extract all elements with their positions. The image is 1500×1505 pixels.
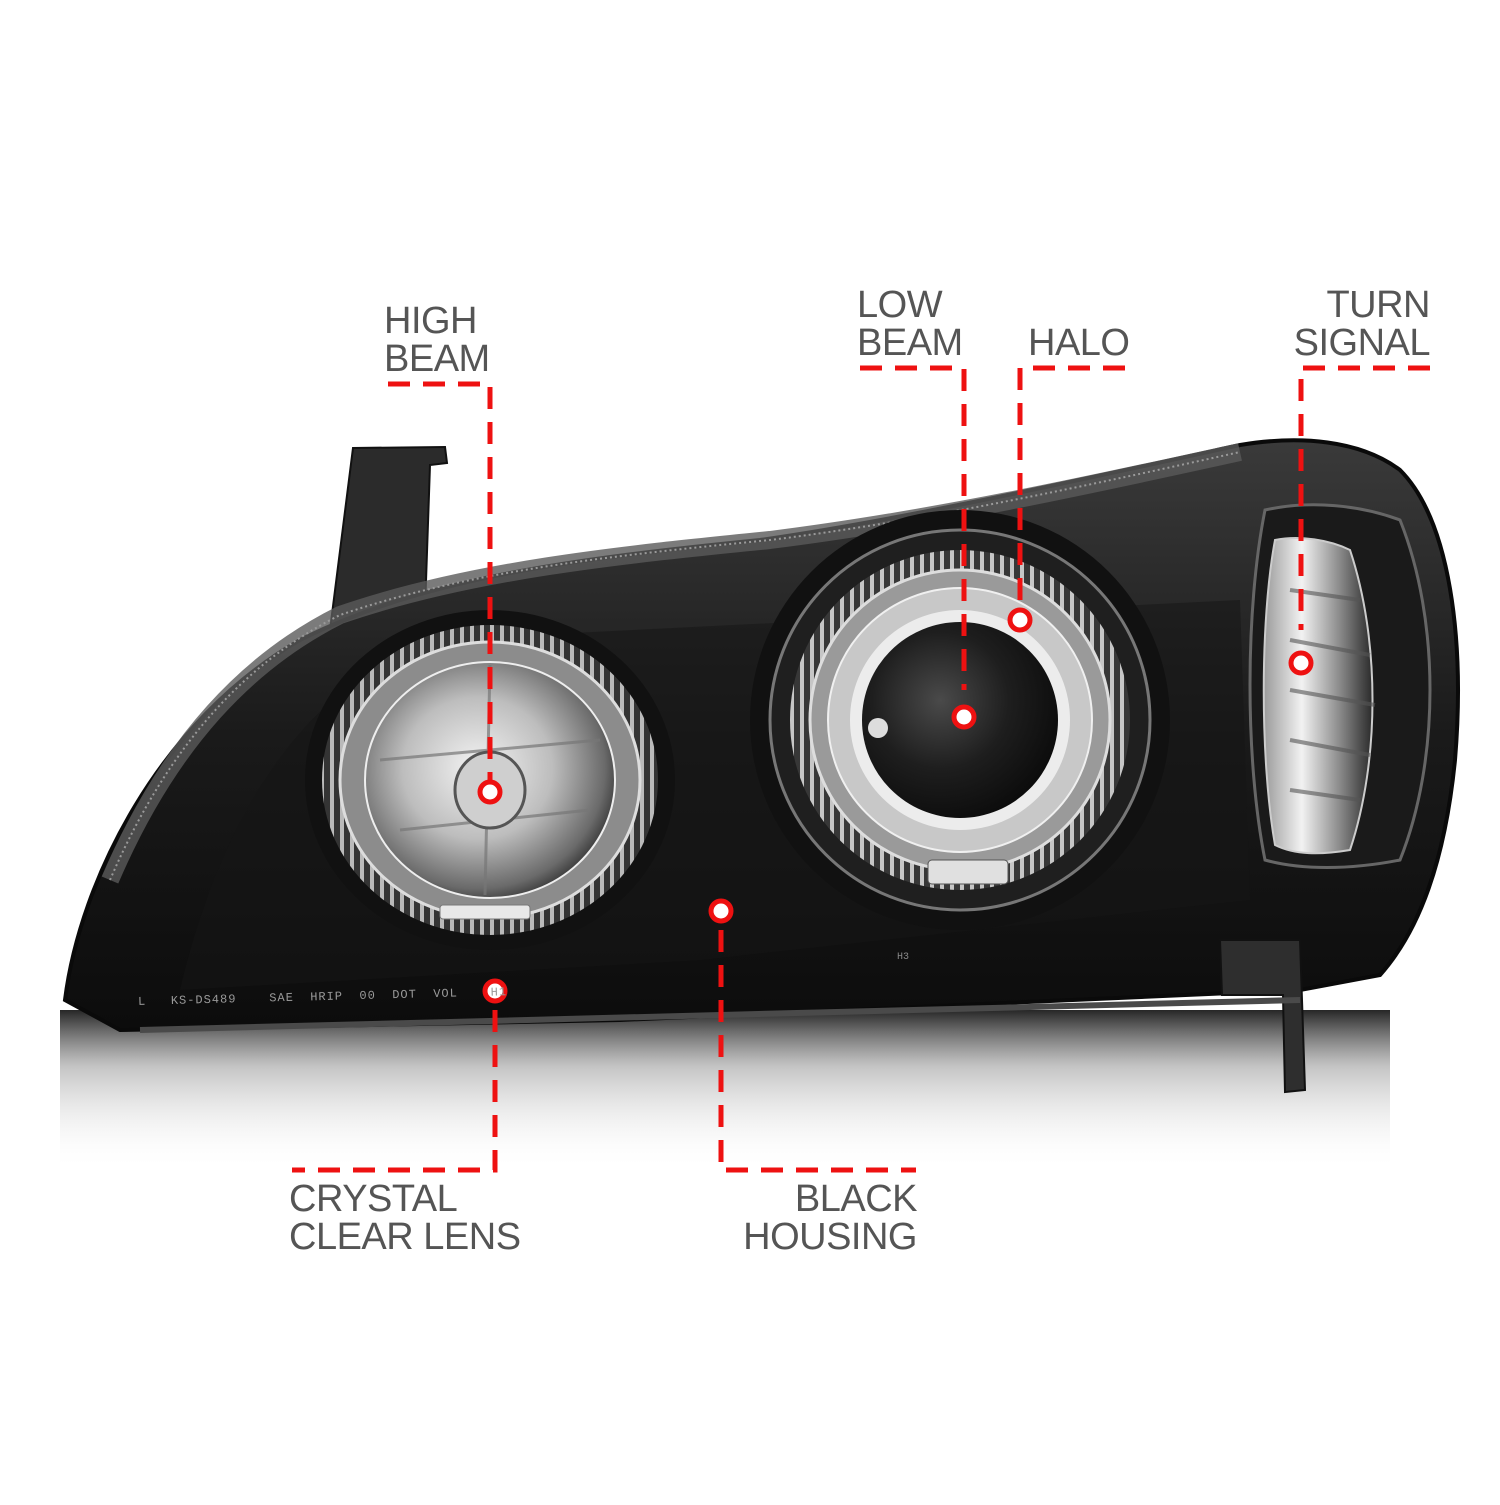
black-housing-leader <box>718 930 916 1173</box>
callout-turn-signal: TURN SIGNAL <box>1293 284 1431 364</box>
imprint-dot: DOT <box>392 987 418 1003</box>
black-housing-marker-icon[interactable] <box>708 898 734 924</box>
halo-marker-icon[interactable] <box>1007 607 1033 633</box>
callout-low-beam-line1: LOW <box>857 284 943 326</box>
imprint-bulb: H1 <box>490 985 508 1000</box>
imprint-sae: SAE <box>269 990 295 1006</box>
callout-black-housing-line2: HOUSING <box>743 1216 917 1258</box>
low-beam-marker-icon[interactable] <box>951 704 977 730</box>
callout-black-housing-line1: BLACK <box>794 1178 918 1220</box>
callout-high-beam: HIGH BEAM <box>384 302 490 378</box>
imprint-vol: VOL <box>433 986 459 1002</box>
leader-lines <box>292 365 1430 1173</box>
callout-crystal-line2: CLEAR LENS <box>289 1216 521 1258</box>
turn-signal-assembly <box>1248 503 1432 869</box>
high-beam-marker-icon[interactable] <box>477 779 503 805</box>
lens-trim-texture <box>109 451 1241 881</box>
turn-signal-marker-icon[interactable] <box>1288 650 1314 676</box>
callout-crystal-line1: CRYSTAL <box>289 1178 458 1220</box>
callout-halo-line1: HALO <box>1028 322 1130 364</box>
callout-low-beam-line2: BEAM <box>857 322 963 364</box>
lens-imprint-right: H3 <box>897 952 910 963</box>
imprint-part-number: KS-DS489 <box>170 992 237 1008</box>
imprint-year: 00 <box>359 988 377 1004</box>
callout-crystal-clear-lens: CRYSTAL CLEAR LENS <box>289 1180 521 1256</box>
crystal-lens-leader <box>292 1010 498 1173</box>
low-beam-leader <box>860 365 967 690</box>
floor-shadow <box>60 1010 1390 1170</box>
turn-signal-leader <box>1298 365 1430 630</box>
callout-turn-signal-line2: SIGNAL <box>1293 322 1431 364</box>
callout-halo: HALO <box>1028 322 1130 364</box>
callout-turn-signal-line1: TURN <box>1326 284 1430 326</box>
imprint-side: L <box>137 994 147 1009</box>
callout-black-housing: BLACK HOUSING <box>743 1180 917 1256</box>
imprint-hrip: HRIP <box>310 989 344 1005</box>
mounting-bracket <box>1218 939 1307 1094</box>
callout-high-beam-line1: HIGH <box>384 300 477 342</box>
callout-high-beam-line2: BEAM <box>384 338 490 380</box>
callout-low-beam: LOW BEAM <box>857 286 963 362</box>
crystal-lens-marker-icon[interactable] <box>482 978 508 1004</box>
halo-leader <box>1017 365 1125 620</box>
